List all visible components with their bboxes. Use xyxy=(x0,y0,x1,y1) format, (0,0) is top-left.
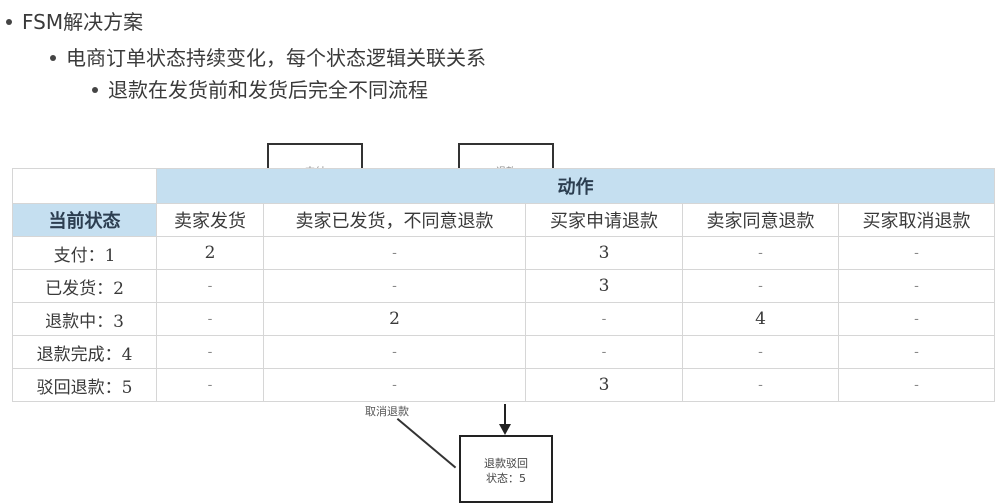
table-corner-cell xyxy=(12,168,157,204)
table-cell: - xyxy=(837,335,996,369)
table-cell: 2 xyxy=(263,302,526,336)
state-cell: 退款完成：4 xyxy=(12,335,157,369)
table-cell: - xyxy=(156,269,264,303)
table-cell: 3 xyxy=(525,269,683,303)
bullet-level-1: FSM解决方案 xyxy=(6,6,143,35)
bullet-dot-icon xyxy=(92,86,98,93)
table-row: 驳回退款：5 - - 3 - - xyxy=(12,368,996,402)
table-cell: - xyxy=(156,335,264,369)
table-cell: - xyxy=(837,368,996,402)
table-cell: - xyxy=(682,269,839,303)
state-box-title: 退款驳回 xyxy=(484,457,528,470)
table-cell: - xyxy=(263,236,526,270)
state-cell: 支付：1 xyxy=(12,236,157,270)
table-cell: 3 xyxy=(525,236,683,270)
table-cell: - xyxy=(682,335,839,369)
state-cell: 驳回退款：5 xyxy=(12,368,157,402)
arrow-down-icon xyxy=(499,424,511,435)
state-transition-table: 动作 当前状态 卖家发货 卖家已发货，不同意退款 买家申请退款 卖家同意退款 买… xyxy=(12,168,996,402)
edge-label-cancel-refund: 取消退款 xyxy=(365,405,409,418)
column-header: 卖家已发货，不同意退款 xyxy=(263,203,526,237)
table-cell: - xyxy=(837,302,996,336)
bullet-level-2: 电商订单状态持续变化，每个状态逻辑关联关系 xyxy=(50,42,486,71)
table-cell: - xyxy=(525,335,683,369)
table-group-header-row: 动作 xyxy=(12,168,996,204)
diagram-state-box-rejected: 退款驳回 状态：5 xyxy=(459,435,553,503)
table-cell: - xyxy=(263,269,526,303)
bullet-level-3: 退款在发货前和发货后完全不同流程 xyxy=(92,74,428,103)
action-group-header: 动作 xyxy=(155,168,996,204)
table-cell: - xyxy=(682,368,839,402)
column-header: 卖家发货 xyxy=(156,203,264,237)
table-row: 支付：1 2 - 3 - - xyxy=(12,236,996,270)
table-cell: - xyxy=(837,269,996,303)
bullet-dot-icon xyxy=(50,54,56,61)
table-row: 退款中：3 - 2 - 4 - xyxy=(12,302,996,336)
state-box-code: 状态：5 xyxy=(486,472,526,485)
diagram-arrow-line xyxy=(504,404,506,426)
table-cell: 3 xyxy=(525,368,683,402)
state-cell: 已发货：2 xyxy=(12,269,157,303)
bullet-text: 退款在发货前和发货后完全不同流程 xyxy=(108,78,428,102)
column-header: 卖家同意退款 xyxy=(682,203,839,237)
table-cell: 4 xyxy=(682,302,839,336)
table-row: 已发货：2 - - 3 - - xyxy=(12,269,996,303)
bullet-dot-icon xyxy=(6,18,12,25)
table-cell: - xyxy=(156,368,264,402)
table-row: 退款完成：4 - - - - - xyxy=(12,335,996,369)
table-header-row: 当前状态 卖家发货 卖家已发货，不同意退款 买家申请退款 卖家同意退款 买家取消… xyxy=(12,203,996,237)
state-column-header: 当前状态 xyxy=(12,203,157,237)
state-cell: 退款中：3 xyxy=(12,302,157,336)
diagram-edge-line xyxy=(396,418,457,469)
table-cell: - xyxy=(525,302,683,336)
bullet-text: 电商订单状态持续变化，每个状态逻辑关联关系 xyxy=(66,46,486,70)
table-cell: 2 xyxy=(156,236,264,270)
table-cell: - xyxy=(682,236,839,270)
bullet-text: FSM解决方案 xyxy=(22,10,144,34)
table-cell: - xyxy=(156,302,264,336)
table-cell: - xyxy=(263,368,526,402)
table-cell: - xyxy=(837,236,996,270)
table-cell: - xyxy=(263,335,526,369)
column-header: 买家取消退款 xyxy=(837,203,996,237)
column-header: 买家申请退款 xyxy=(525,203,683,237)
